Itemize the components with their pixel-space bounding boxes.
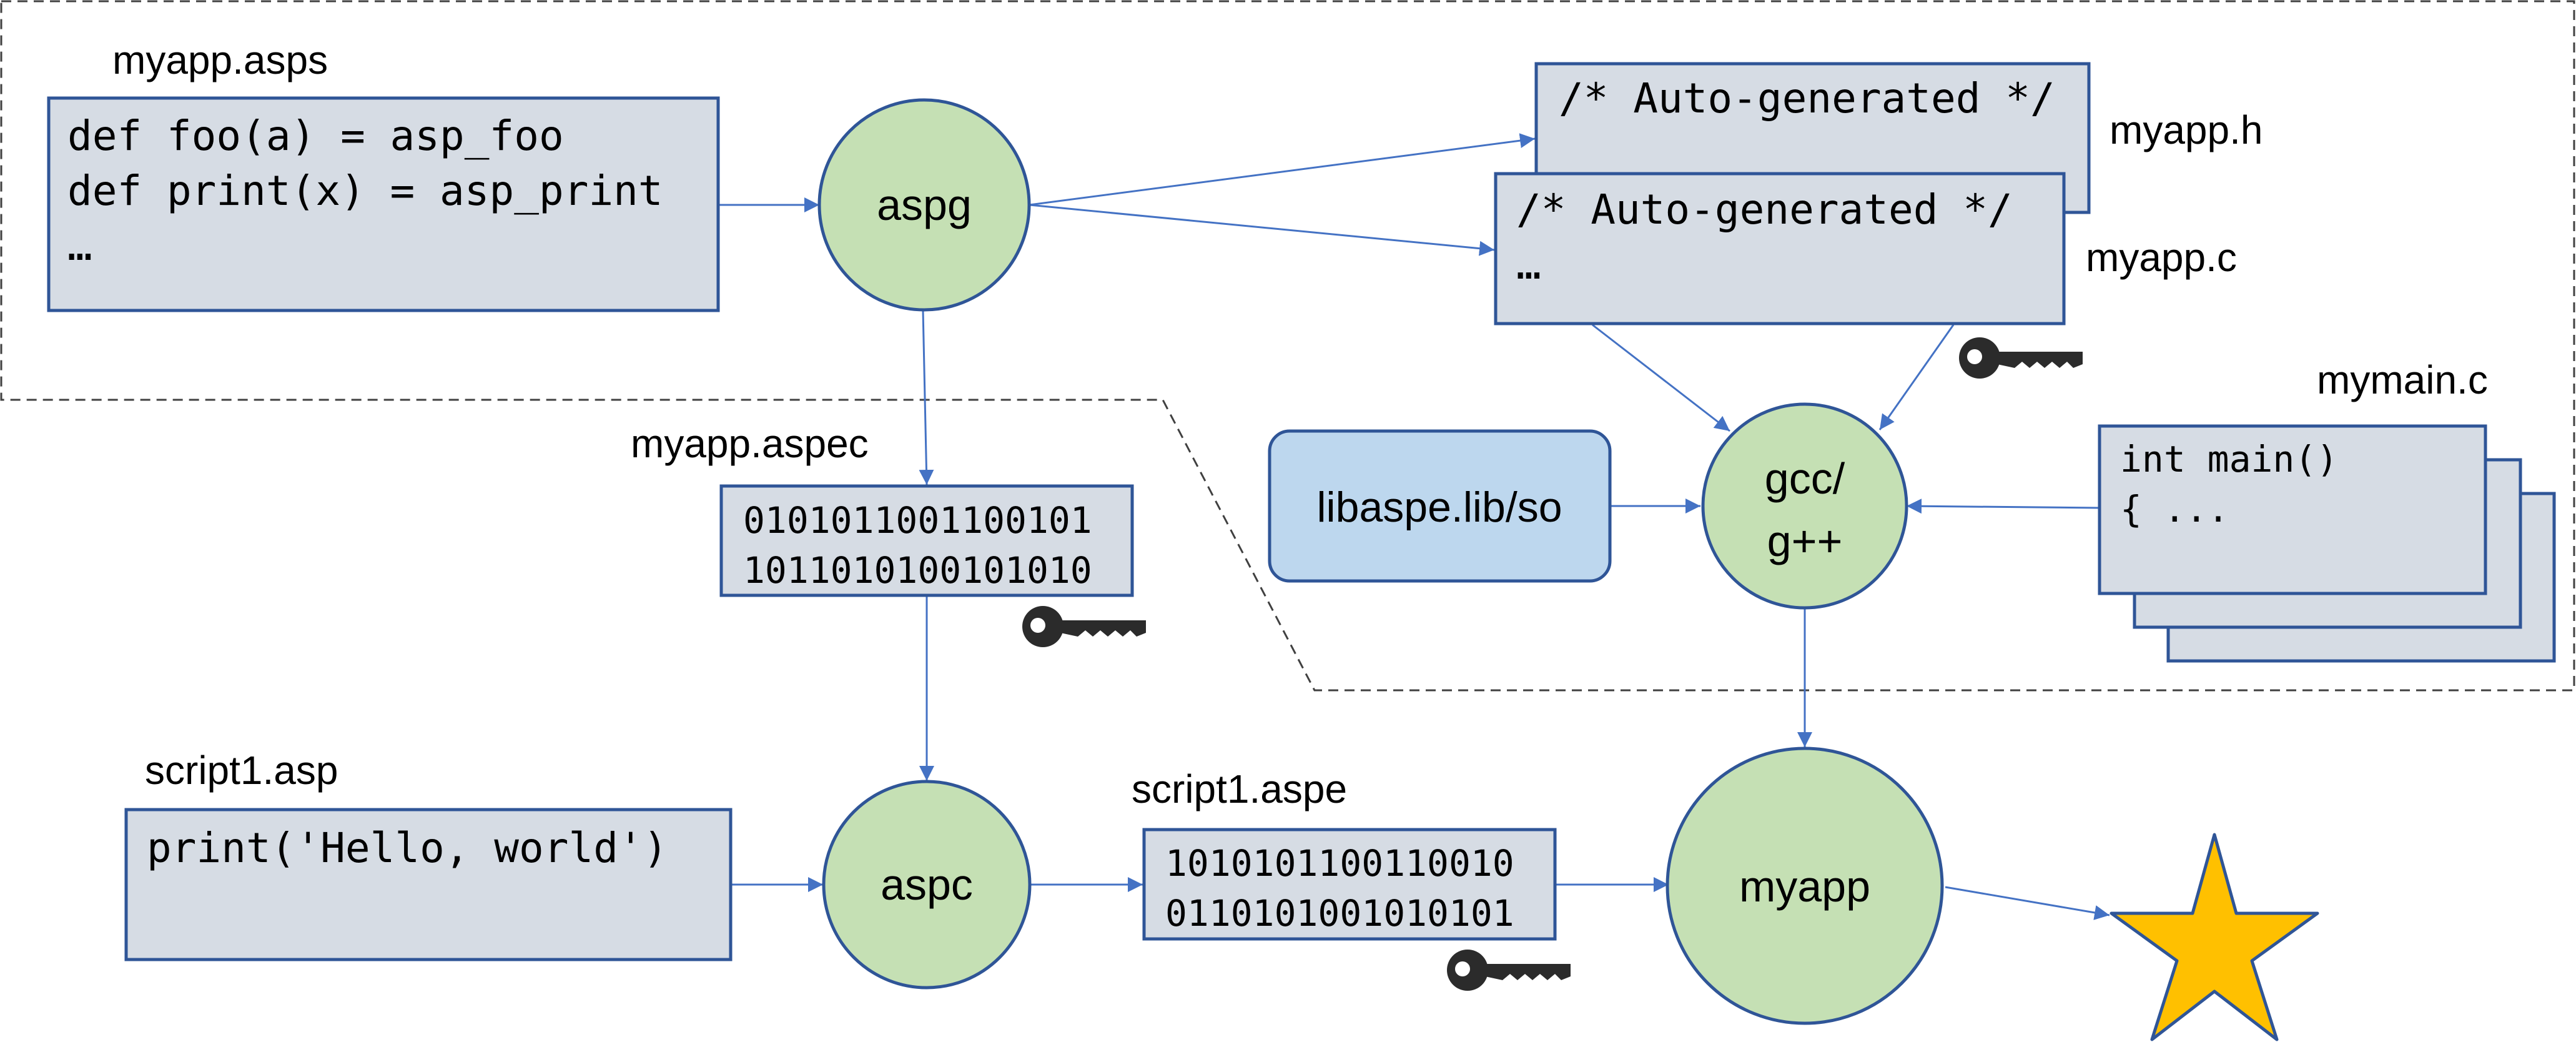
gcc-node	[1701, 402, 1908, 610]
mymain-c-line-1: int main()	[2120, 438, 2338, 480]
myapp-asps-line-2: def print(x) = asp_print	[67, 167, 663, 215]
myapp-h-label: myapp.h	[2110, 107, 2263, 152]
myapp-asps-line-3: …	[67, 222, 92, 270]
myapp-aspec-box	[719, 484, 1134, 597]
connectors	[718, 133, 2110, 920]
aspc-node	[822, 780, 1032, 990]
key-icon	[1022, 606, 1146, 647]
arrow-aspg-to-myapp-h	[1029, 133, 1536, 206]
script1-aspe-box	[1142, 828, 1557, 941]
myapp-node	[1666, 747, 1944, 1025]
aspg-label: aspg	[877, 181, 972, 229]
script1-asp-line-1: print('Hello, world')	[147, 824, 668, 872]
myapp-label: myapp	[1739, 862, 1870, 911]
myapp-h-line-1: /* Auto-generated */	[1559, 74, 2055, 122]
script1-asp-box	[124, 808, 733, 961]
key-icon	[1447, 950, 1571, 991]
myapp-aspec-line-1: 0101011001100101	[743, 499, 1092, 542]
arrow-myapp-c-to-gcc-right	[1878, 324, 1955, 430]
libaspe-label: libaspe.lib/so	[1316, 484, 1562, 531]
arrow-myapp-c-to-gcc-left	[1592, 324, 1730, 432]
script1-asp-label: script1.asp	[145, 748, 338, 793]
myapp-asps-box	[47, 96, 720, 312]
key-icon	[1959, 337, 2083, 379]
mymain-c-line-2: { ...	[2120, 488, 2229, 530]
gcc-label-line-1: gcc/	[1765, 454, 1845, 503]
aspg-scope-boundary	[0, 0, 2575, 692]
myapp-asps-label: myapp.asps	[112, 37, 328, 82]
arrow-aspg-to-myapp-c	[1029, 204, 1495, 256]
star-icon	[2110, 833, 2319, 1041]
myapp-c-label: myapp.c	[2086, 235, 2237, 280]
arrow-mymain-to-gcc	[1906, 499, 2100, 514]
arrow-myapp-to-star	[1945, 886, 2110, 920]
script1-aspe-line-2: 0110101001010101	[1165, 892, 1514, 935]
aspg-node	[817, 98, 1031, 312]
myapp-c-box	[1494, 172, 2066, 325]
myapp-c-line-2: …	[1516, 241, 1541, 289]
aspc-label: aspc	[881, 860, 973, 909]
script1-aspe-line-1: 1010101100110010	[1165, 842, 1514, 885]
gcc-label-line-2: g++	[1767, 517, 1843, 565]
libaspe-box	[1268, 429, 1612, 583]
script1-aspe-label: script1.aspe	[1132, 767, 1347, 811]
mymain-c-label: mymain.c	[2317, 357, 2488, 402]
myapp-c-line-1: /* Auto-generated */	[1516, 186, 2013, 234]
myapp-asps-line-1: def foo(a) = asp_foo	[67, 112, 564, 160]
arrow-aspg-to-aspec	[919, 310, 934, 485]
myapp-aspec-line-2: 1011010100101010	[743, 549, 1092, 592]
mymain-c-sheet-1	[2098, 424, 2487, 595]
myapp-aspec-label: myapp.aspec	[631, 421, 869, 466]
